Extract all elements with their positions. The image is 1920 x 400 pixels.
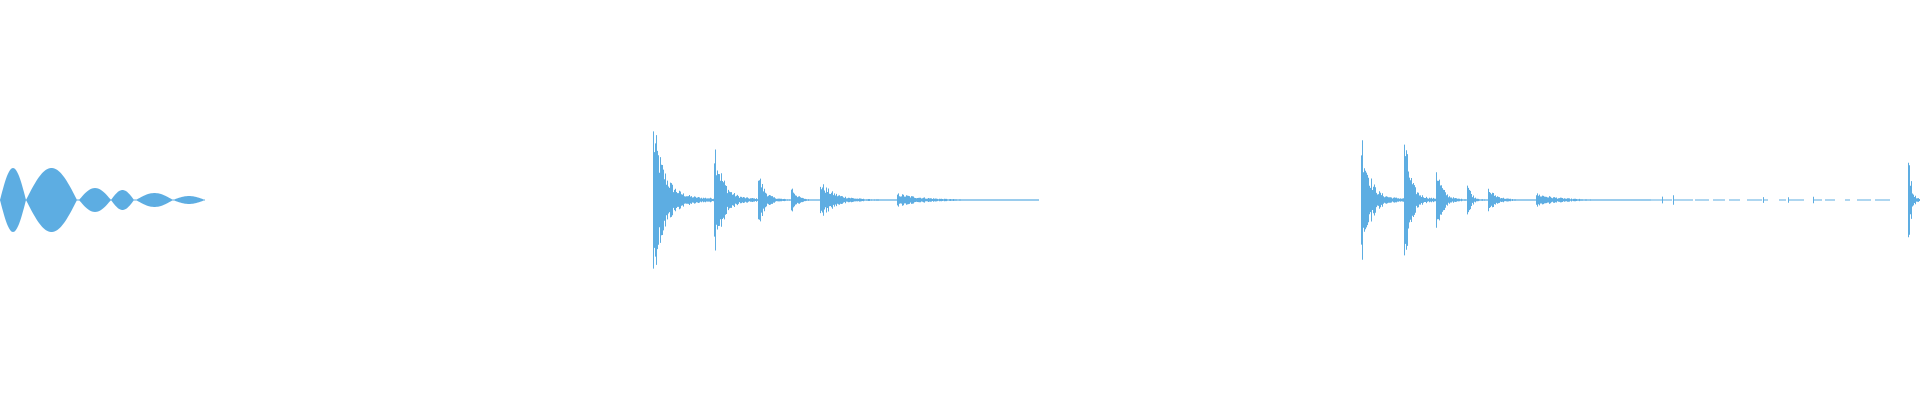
waveform-clip-4[interactable]	[1908, 162, 1920, 238]
waveform-tail	[1651, 195, 1890, 205]
waveform-clip-1[interactable]	[0, 168, 205, 232]
waveform-clip-2[interactable]	[653, 131, 1039, 269]
waveform-clip-3[interactable]	[1361, 140, 1890, 260]
